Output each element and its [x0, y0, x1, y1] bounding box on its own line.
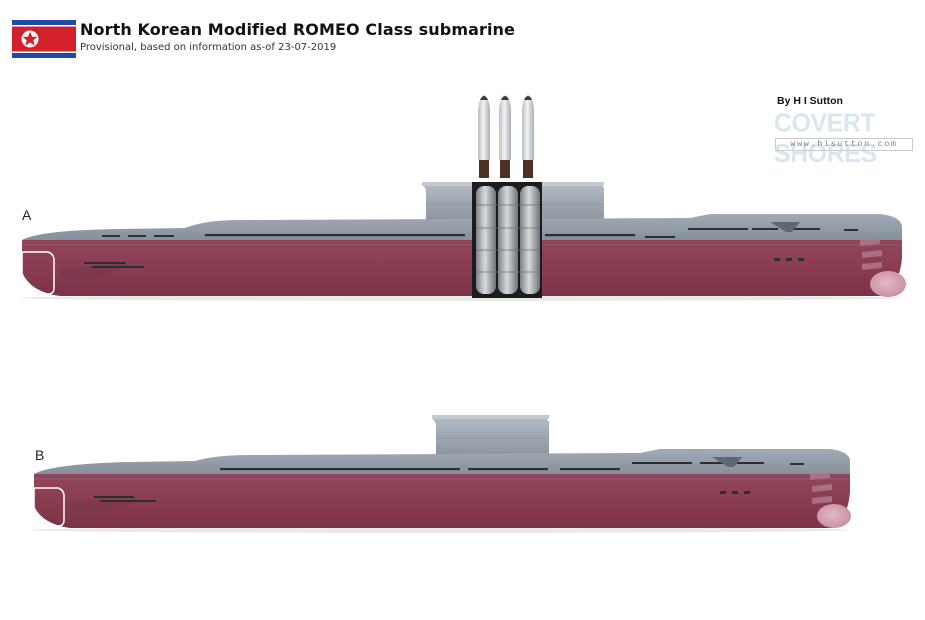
missile-tube-section [472, 182, 542, 298]
author-byline: By H I Sutton [777, 95, 843, 107]
missiles [478, 93, 534, 178]
variant-a-label: A [22, 207, 32, 223]
north-korea-flag-icon [12, 20, 76, 58]
submarine-a [20, 93, 906, 301]
submarine-b [30, 415, 851, 533]
missile-3 [522, 93, 534, 178]
watermark-logo: COVERT SHORES [774, 108, 877, 169]
page-title: North Korean Modified ROMEO Class submar… [80, 20, 516, 39]
missile-2 [499, 93, 511, 178]
submarine-b-sail [432, 415, 549, 457]
page-subtitle: Provisional, based on information as-of … [80, 42, 337, 53]
watermark-url: www.hisutton.com [775, 138, 913, 151]
missile-1 [478, 93, 490, 178]
variant-b-label: B [35, 447, 45, 463]
